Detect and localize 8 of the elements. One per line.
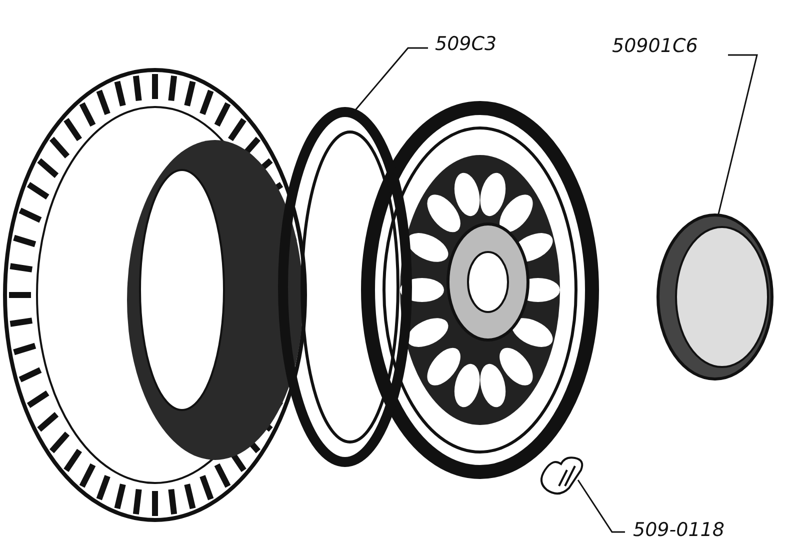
part-number: 509С3 xyxy=(435,35,497,54)
leader-line xyxy=(577,480,625,533)
part-number: 50901С6 xyxy=(612,37,698,56)
hubcap-drawing xyxy=(656,214,774,380)
leader-line xyxy=(717,54,758,216)
part-number: 509-0118 xyxy=(633,521,724,540)
lock-ring-drawing xyxy=(278,107,412,467)
valve-clip-drawing xyxy=(540,456,584,495)
